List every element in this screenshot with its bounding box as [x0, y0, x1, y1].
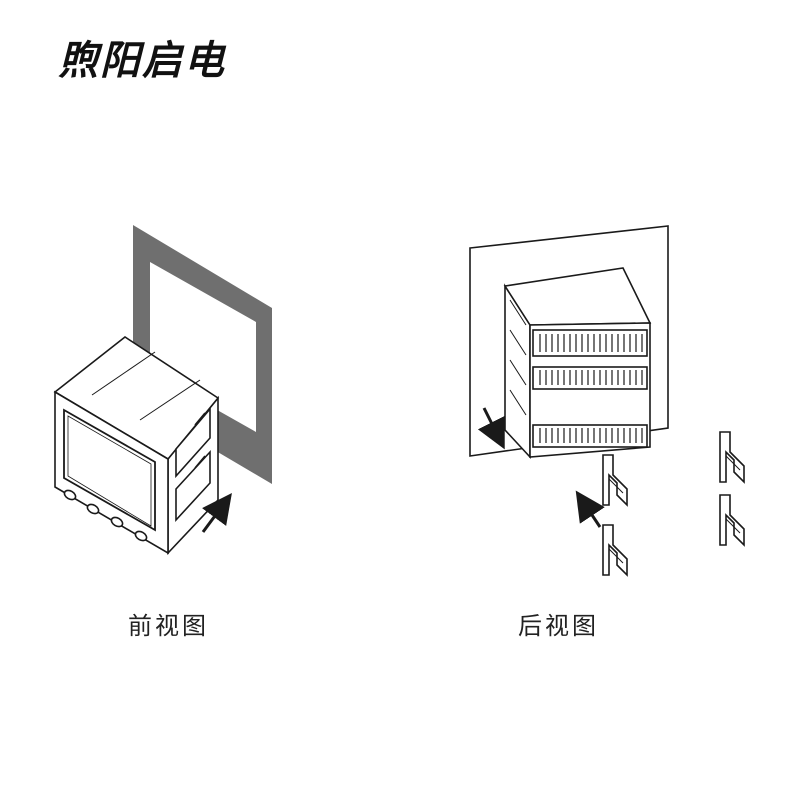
meter-rear-body — [503, 267, 652, 460]
meter-button-1 — [63, 489, 77, 501]
mounting-clip-icon — [602, 524, 628, 577]
mounting-clip-icon — [602, 454, 628, 507]
arrow-up-left-icon — [575, 490, 605, 528]
meter-button-4 — [134, 530, 148, 542]
front-view-caption: 前视图 — [128, 612, 209, 640]
meter-button-3 — [110, 516, 124, 528]
mounting-clip-icon — [719, 494, 745, 547]
arrow-down-icon — [477, 407, 505, 450]
mounting-clip-icon — [719, 431, 745, 484]
arrow-up-right-icon — [201, 492, 232, 533]
front-view — [53, 225, 272, 556]
back-view — [469, 225, 745, 577]
brand-logo-text: 煦阳启电 — [58, 37, 226, 84]
back-view-caption: 后视图 — [518, 612, 599, 640]
meter-body — [53, 336, 220, 556]
meter-screen — [63, 408, 156, 532]
meter-button-2 — [86, 503, 100, 515]
